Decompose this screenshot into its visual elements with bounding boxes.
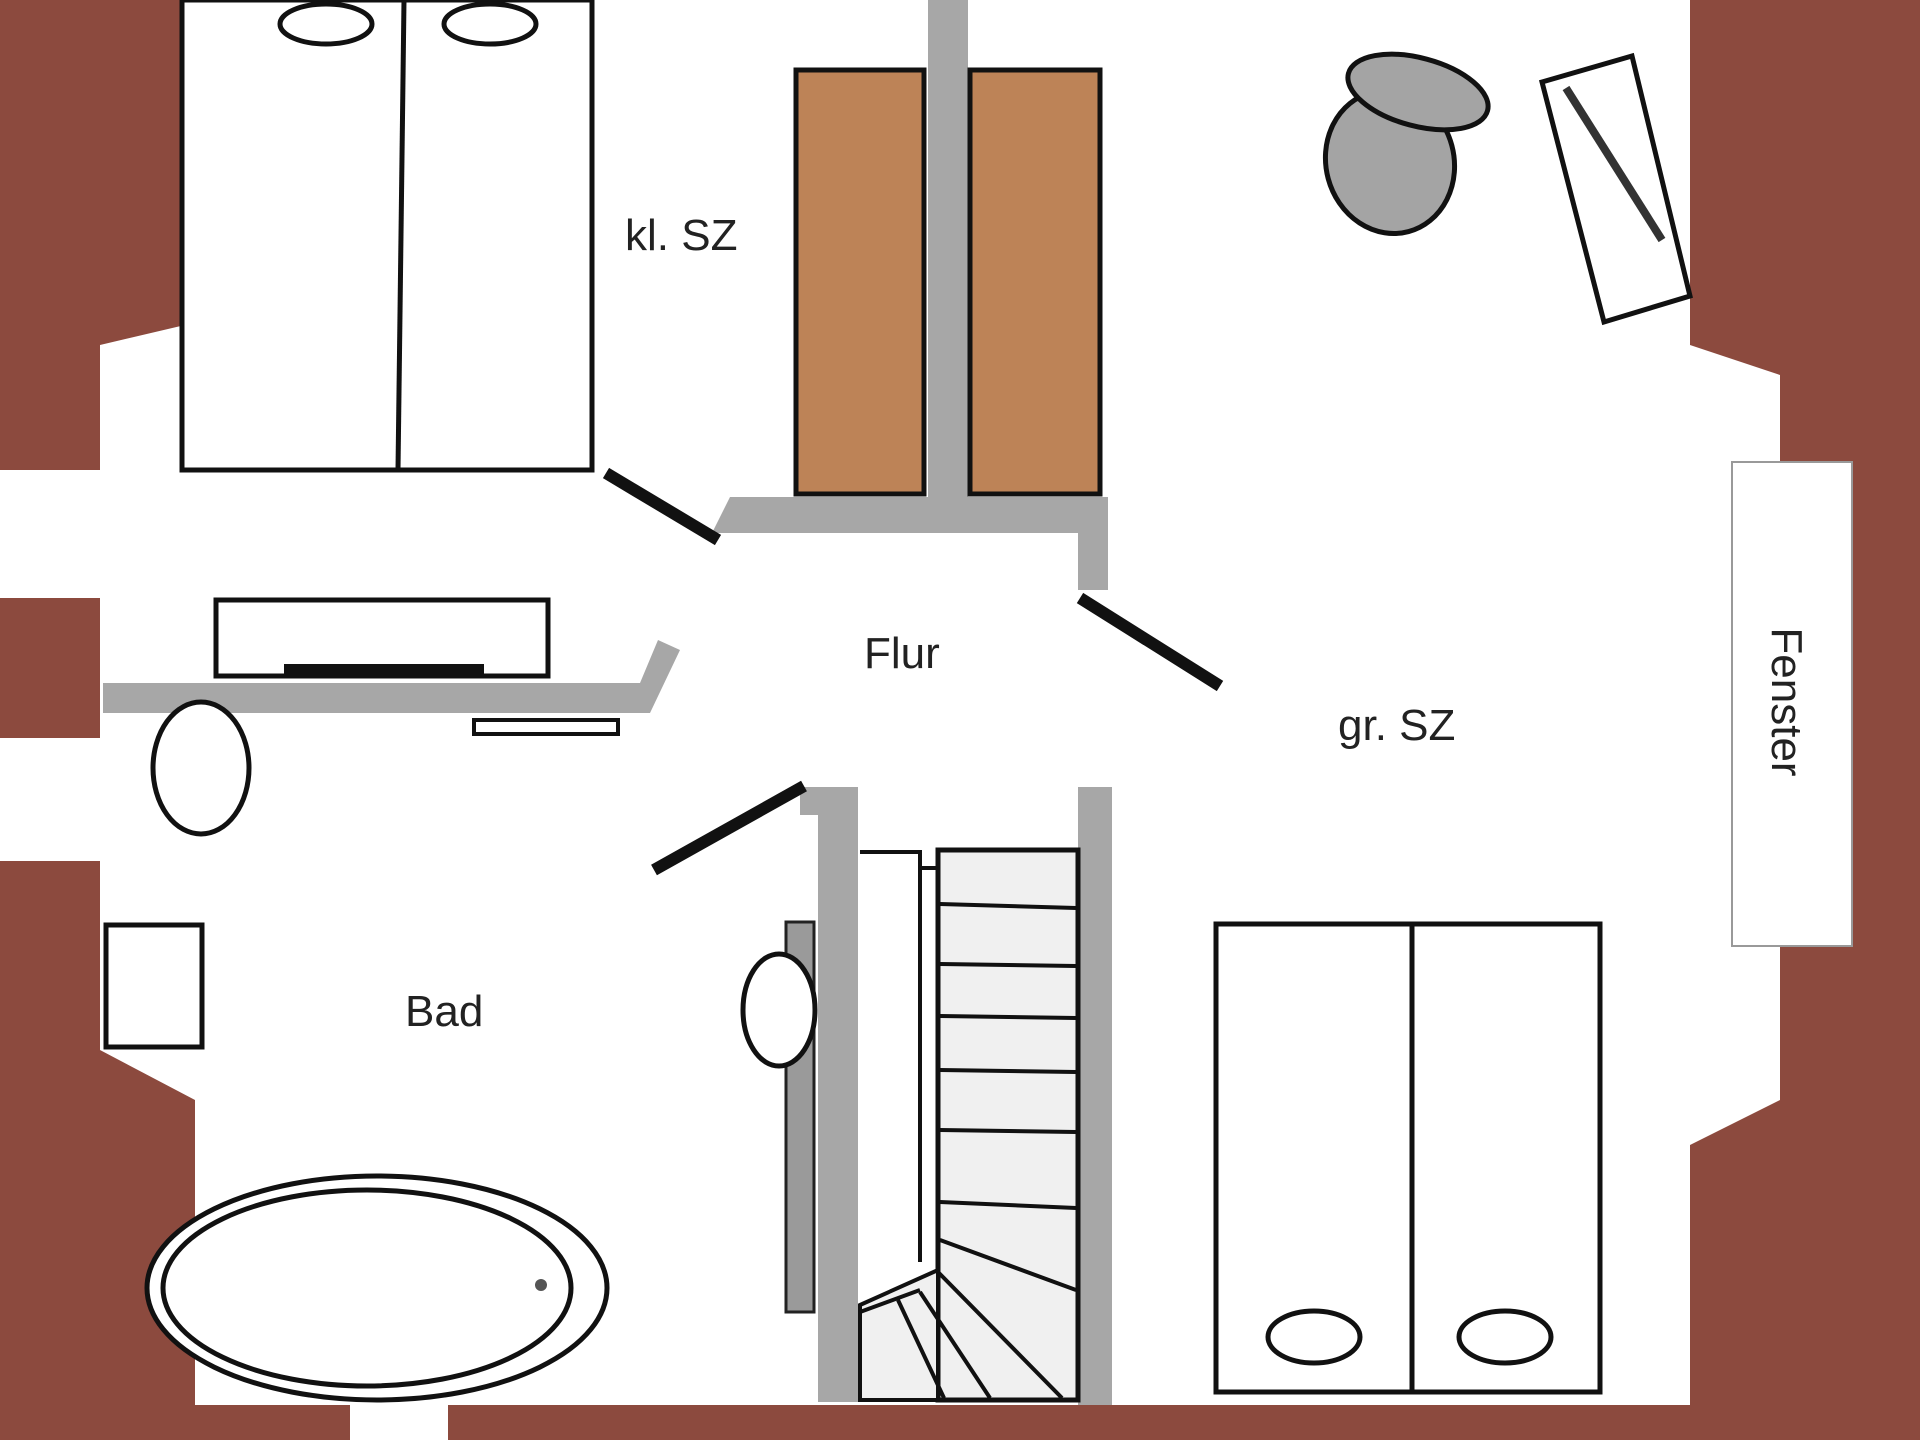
bed-kl-sz xyxy=(179,0,595,473)
chimney-right xyxy=(967,67,1103,497)
chair-icon xyxy=(1322,51,1491,236)
stair-left-wall xyxy=(800,787,858,1402)
bathtub-drain xyxy=(535,1279,547,1291)
pillow-icon xyxy=(441,1,539,47)
desk-icon xyxy=(1538,52,1693,326)
chimney-left xyxy=(793,67,927,497)
bathtub-icon xyxy=(144,1173,610,1403)
bath-cabinet xyxy=(103,922,205,1050)
flur-top-wall xyxy=(712,497,1108,590)
door-bad xyxy=(651,780,807,876)
doors xyxy=(602,467,1224,876)
stair-right-wall xyxy=(1078,787,1112,1405)
chimney-wall xyxy=(928,0,968,500)
bath-top-wall xyxy=(103,640,680,713)
bath-shelf xyxy=(472,718,620,736)
room-label-gr-sz: gr. SZ xyxy=(1338,701,1455,750)
room-label-flur: Flur xyxy=(864,629,940,678)
door-kl-sz xyxy=(602,467,722,546)
room-label-bad: Bad xyxy=(405,987,483,1036)
staircase xyxy=(858,847,1081,1403)
room-label-kl-sz: kl. SZ xyxy=(625,211,737,260)
left-window-lower xyxy=(0,738,100,861)
fenster-window xyxy=(1731,461,1853,947)
bath-counter xyxy=(213,597,551,679)
door-gr-sz xyxy=(1076,592,1224,692)
bed-gr-sz xyxy=(1213,921,1603,1395)
bottom-window xyxy=(350,1400,448,1440)
pillow-icon xyxy=(277,1,375,47)
top-window-right xyxy=(1290,0,1690,10)
left-window-upper xyxy=(0,470,100,598)
pillow-icon xyxy=(1265,1308,1363,1366)
fenster-label: Fenster xyxy=(1762,627,1811,776)
pillow-icon xyxy=(1456,1308,1554,1366)
toilet-icon xyxy=(150,699,252,837)
sink-icon xyxy=(740,951,818,1069)
